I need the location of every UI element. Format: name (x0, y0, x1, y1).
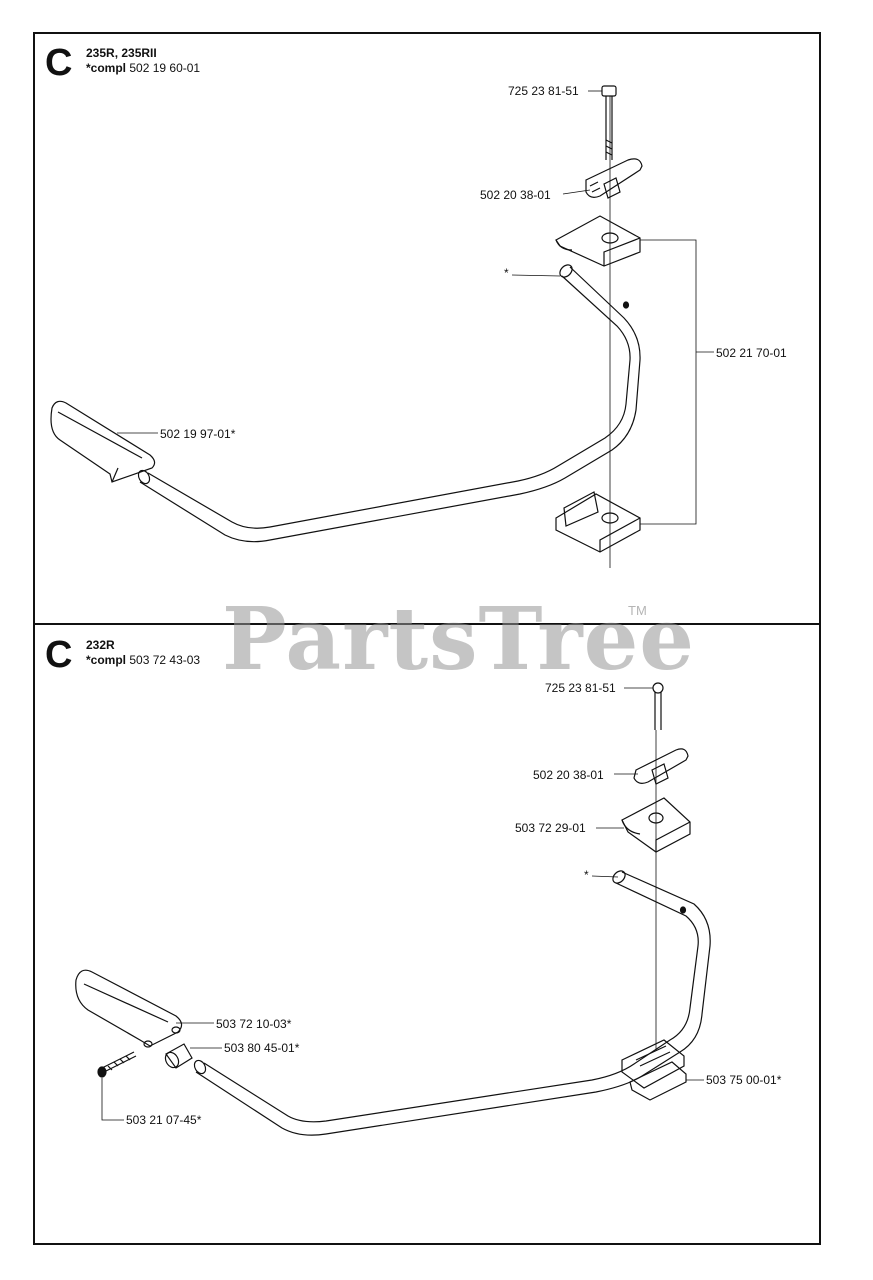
compl-prefix-bottom: *compl (86, 653, 127, 667)
watermark-logo: PartsTree (222, 589, 696, 690)
grip-bottom (75, 969, 183, 1048)
label-bolt-top: 725 23 81-51 (508, 84, 579, 98)
label-screw-bottom: 503 21 07-45* (126, 1113, 202, 1127)
clamp-block-lower-top (555, 491, 641, 553)
compl-number-bottom: 503 72 43-03 (129, 653, 201, 667)
bolt-bottom (652, 682, 664, 730)
sleeve-bottom (164, 1043, 193, 1069)
watermark-tm: TM (628, 603, 647, 618)
label-knob-top: 502 20 38-01 (480, 188, 551, 202)
clamp-block-upper-top (555, 215, 641, 267)
section-compl-top: *compl 502 19 60-01 (86, 61, 200, 76)
label-star-bottom: * (584, 868, 589, 882)
label-star-top: * (504, 266, 509, 280)
section-letter-bottom: C (45, 634, 73, 676)
screw-bottom (97, 1051, 137, 1078)
section-models-bottom: 232R (86, 638, 115, 652)
handle-tube-top (137, 264, 641, 543)
section-models-top: 235R, 235RII (86, 46, 157, 60)
compl-number-top: 502 19 60-01 (129, 61, 201, 75)
label-grip-top: 502 19 97-01* (160, 427, 236, 441)
section-letter-top: C (45, 42, 73, 84)
handle-tube-bottom (193, 870, 711, 1136)
diagram-frame (33, 32, 821, 1245)
label-clamp-top: 502 21 70-01 (716, 346, 787, 360)
bolt-top (601, 85, 617, 160)
label-sleeve-bottom: 503 80 45-01* (224, 1041, 300, 1055)
label-bolt-bottom: 725 23 81-51 (545, 681, 616, 695)
grip-top (50, 400, 156, 483)
wing-knob-bottom (633, 748, 689, 785)
section-compl-bottom: *compl 503 72 43-03 (86, 653, 200, 668)
label-grip-bottom: 503 72 10-03* (216, 1017, 292, 1031)
label-clamp-bottom: 503 75 00-01* (706, 1073, 782, 1087)
wing-knob-top (585, 158, 643, 199)
compl-prefix-top: *compl (86, 61, 127, 75)
label-clamp-top-bottom: 503 72 29-01 (515, 821, 586, 835)
clamp-block-lower-bottom (621, 1039, 687, 1101)
label-knob-bottom: 502 20 38-01 (533, 768, 604, 782)
section-divider (33, 623, 821, 625)
